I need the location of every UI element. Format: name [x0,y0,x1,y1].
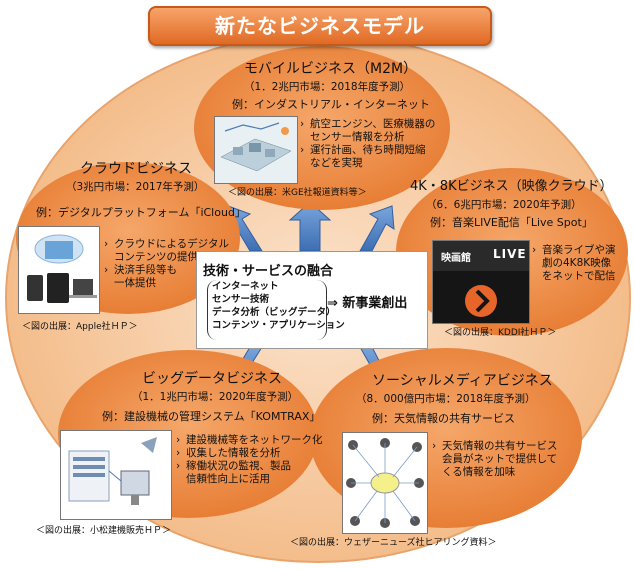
center-item: センサー技術 [212,294,270,305]
mobile-source: ＜図の出展：米GE社報道資料等＞ [228,188,367,198]
arrow-bullet-icon: › [176,460,181,472]
center-box: 技術・サービスの融合 インターネット センサー技術 データ分析（ビッグデータ） … [196,251,428,349]
social-bullet: くる情報を加味 [442,466,516,478]
social-example: 例：天気情報の共有サービス [372,412,515,425]
fourk-bullets: › 音楽ライブや演 劇の4K8K映像 をネットで配信 [532,244,616,283]
cloud-market: （3兆円市場：2017年予測） [66,181,205,193]
bigdata-bullet: 収集した情報を分析 [186,447,281,459]
cloud-bullet: コンテンツの提供 [114,251,198,263]
center-heading: 技術・サービスの融合 [203,264,334,279]
mobile-market: （1．2兆円市場：2018年度予測） [244,81,411,93]
bigdata-bullets: › 建設機械等をネットワーク化 › 収集した情報を分析 › 稼働状況の監視、製品 信頼… [176,434,323,486]
cloud-bullet: 決済手段等も [114,264,177,276]
mobile-bullet: などを実現 [310,157,363,169]
page-title: 新たなビジネスモデル [148,6,492,46]
fourk-example: 例：音楽LIVE配信「Live Spot」 [430,216,593,229]
bigdata-market: （1．1兆円市場：2020年度予測） [132,391,299,403]
arrow-bullet-icon: › [176,447,181,459]
arrow-bullet-icon: › [432,440,437,452]
social-image [342,432,428,534]
social-name: ソーシャルメディアビジネス [372,373,553,389]
bigdata-source: ＜図の出展：小松建機販売ＨＰ＞ [36,526,172,536]
social-source: ＜図の出展：ウェザーニューズ社ヒアリング資料＞ [290,538,497,548]
arrow-bullet-icon: › [104,238,109,250]
cloud-bullets: › クラウドによるデジタル コンテンツの提供 › 決済手段等も 一体提供 [104,238,229,290]
bigdata-name: ビッグデータビジネス [142,371,282,387]
fourk-bullet: 音楽ライブや演 [542,244,616,256]
fourk-source: ＜図の出展：KDDI社ＨＰ＞ [444,328,557,338]
cloud-devices-icon [27,234,97,303]
bigdata-bullet: 信頼性向上に活用 [186,473,270,485]
arrow-up [288,201,332,252]
center-item: データ分析（ビッグデータ） [212,307,336,318]
social-market: （8．000億円市場：2018年度予測） [356,393,536,405]
center-items: インターネット センサー技術 データ分析（ビッグデータ） コンテンツ・アプリケー… [207,280,345,340]
social-bullet: 会員がネットで提供して [442,453,558,465]
center-result: ⇒ 新事業創出 [327,296,408,311]
fourk-image: 映画館 LIVE [432,240,530,324]
arrow-bullet-icon: › [104,264,109,276]
fourk-bullet: 劇の4K8K映像 [542,257,612,269]
cloud-name: クラウドビジネス [80,161,192,177]
bigdata-example: 例：建設機械の管理システム「KOMTRAX」 [102,410,321,423]
live-stream-icon [433,241,529,323]
fourk-bullet: をネットで配信 [542,270,616,282]
mobile-image [214,116,298,184]
mobile-bullet: センサー情報を分析 [310,131,405,143]
cloud-source: ＜図の出展：Apple社ＨＰ＞ [22,322,138,332]
mobile-bullet: 航空エンジン、医療機器の [310,118,436,130]
center-item: インターネット [212,281,279,292]
cloud-example: 例：デジタルプラットフォーム「iCloud」 [36,206,246,219]
social-bullet: 天気情報の共有サービス [442,440,558,452]
mobile-name: モバイルビジネス（M2M） [244,61,418,77]
arrow-bullet-icon: › [300,144,305,156]
cloud-image [18,226,100,314]
social-bullets: › 天気情報の共有サービス 会員がネットで提供して くる情報を加味 [432,440,558,479]
mobile-example: 例：インダストリアル・インターネット [232,98,430,111]
arrow-bullet-icon: › [532,244,537,256]
center-item: コンテンツ・アプリケーション [212,320,345,331]
bigdata-bullet: 建設機械等をネットワーク化 [186,434,323,446]
machine-network-icon [68,437,157,505]
mobile-bullets: › 航空エンジン、医療機器の センサー情報を分析 › 運行計画、待ち時間短縮 などを… [300,118,435,170]
arrow-bullet-icon: › [176,434,181,446]
bigdata-image [60,430,172,520]
arrow-bullet-icon: › [300,118,305,130]
fourk-market: （6．6兆円市場：2020年予測） [426,199,582,211]
bigdata-bullet: 稼働状況の監視、製品 [186,460,291,472]
mobile-bullet: 運行計画、待ち時間短縮 [310,144,426,156]
arrow-up-right [359,205,395,252]
social-network-icon [346,438,424,528]
fourk-image-label-2: LIVE [493,247,527,261]
cloud-bullet: 一体提供 [114,277,156,289]
fourk-name: 4K・8Kビジネス（映像クラウド） [410,179,613,194]
cloud-bullet: クラウドによるデジタル [114,238,229,250]
factory-illustration-icon [215,117,297,183]
fourk-image-label-1: 映画館 [441,253,471,264]
